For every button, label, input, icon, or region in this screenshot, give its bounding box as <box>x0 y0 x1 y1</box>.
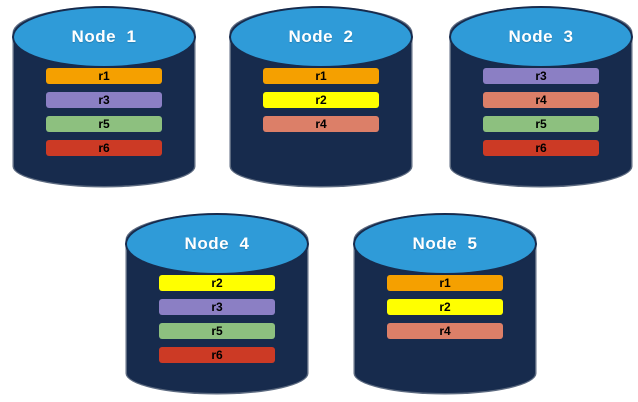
replica-bar-r3[interactable]: r3 <box>46 92 162 108</box>
replica-bar-r4[interactable]: r4 <box>387 323 503 339</box>
node-top-ellipse-5 <box>355 215 535 273</box>
replica-bar-r5[interactable]: r5 <box>483 116 599 132</box>
replica-bar-r2[interactable]: r2 <box>263 92 379 108</box>
replica-bar-r5[interactable]: r5 <box>46 116 162 132</box>
replica-bar-r3[interactable]: r3 <box>159 299 275 315</box>
node-top-ellipse-4 <box>127 215 307 273</box>
replica-bar-r6[interactable]: r6 <box>46 140 162 156</box>
replica-list-4: r2 r3 r5 r6 <box>127 275 307 363</box>
node-top-ellipse-3 <box>451 8 631 66</box>
replica-bar-r2[interactable]: r2 <box>159 275 275 291</box>
replica-bar-r6[interactable]: r6 <box>483 140 599 156</box>
replica-bar-r1[interactable]: r1 <box>46 68 162 84</box>
replica-bar-r5[interactable]: r5 <box>159 323 275 339</box>
node-top-ellipse-1 <box>14 8 194 66</box>
replica-bar-r6[interactable]: r6 <box>159 347 275 363</box>
replica-bar-r4[interactable]: r4 <box>483 92 599 108</box>
replica-list-3: r3 r4 r5 r6 <box>451 68 631 156</box>
replica-list-2: r1 r2 r4 <box>231 68 411 132</box>
replica-bar-r1[interactable]: r1 <box>387 275 503 291</box>
node-top-ellipse-2 <box>231 8 411 66</box>
replica-bar-r1[interactable]: r1 <box>263 68 379 84</box>
replica-bar-r4[interactable]: r4 <box>263 116 379 132</box>
replica-list-1: r1 r3 r5 r6 <box>14 68 194 156</box>
replica-bar-r3[interactable]: r3 <box>483 68 599 84</box>
replica-list-5: r1 r2 r4 <box>355 275 535 339</box>
replica-bar-r2[interactable]: r2 <box>387 299 503 315</box>
